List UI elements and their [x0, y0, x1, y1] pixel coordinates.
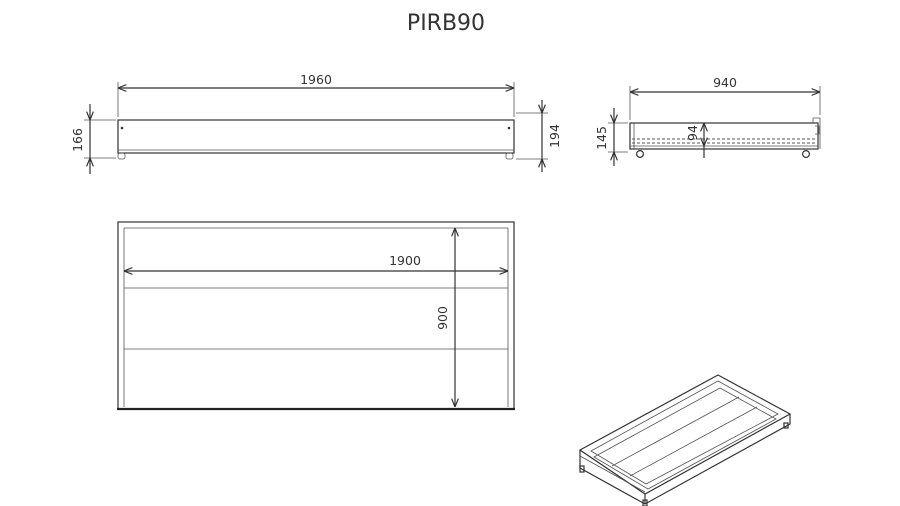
- iso-front-lip: [579, 455, 646, 493]
- dim-side-length: 1960: [300, 72, 332, 87]
- end-view-body: [629, 122, 819, 150]
- dim-top-inner-width: 900: [435, 306, 450, 330]
- iso-floor: [593, 387, 777, 490]
- side-view-screw-right: [507, 126, 511, 130]
- iso-foot-right: [783, 422, 789, 429]
- iso-slat-2: [629, 406, 758, 477]
- end-view-front-lip: [812, 117, 821, 149]
- drawing-title: PIRB90: [407, 11, 485, 36]
- side-view: 1960 166 194: [70, 72, 562, 174]
- end-view-wheel-left: [635, 150, 644, 159]
- dim-end-width: 940: [713, 75, 737, 90]
- dim-top-inner-length: 1900: [389, 253, 421, 268]
- end-view: 940 145 94: [594, 75, 821, 166]
- side-view-wheel-right: [505, 152, 514, 160]
- end-view-wheel-right: [801, 150, 810, 159]
- dim-end-height-inner: 94: [685, 125, 700, 141]
- dim-end-height-outer: 145: [594, 126, 609, 150]
- iso-inner-rim: [590, 380, 779, 485]
- iso-front-face: [579, 414, 791, 505]
- dim-side-height-left: 166: [70, 128, 85, 152]
- side-view-body: [117, 119, 515, 154]
- iso-foot-left: [579, 465, 585, 473]
- side-view-wheel-left: [117, 152, 126, 160]
- dim-side-height-right: 194: [547, 124, 562, 148]
- iso-foot-front: [642, 499, 648, 506]
- isometric-view: [578, 374, 792, 506]
- iso-outer-rim: [578, 374, 792, 495]
- top-view: 1900 900: [117, 221, 515, 411]
- iso-slat-1: [611, 396, 740, 467]
- end-view-handle: [815, 125, 820, 135]
- side-view-screw-left: [120, 126, 124, 130]
